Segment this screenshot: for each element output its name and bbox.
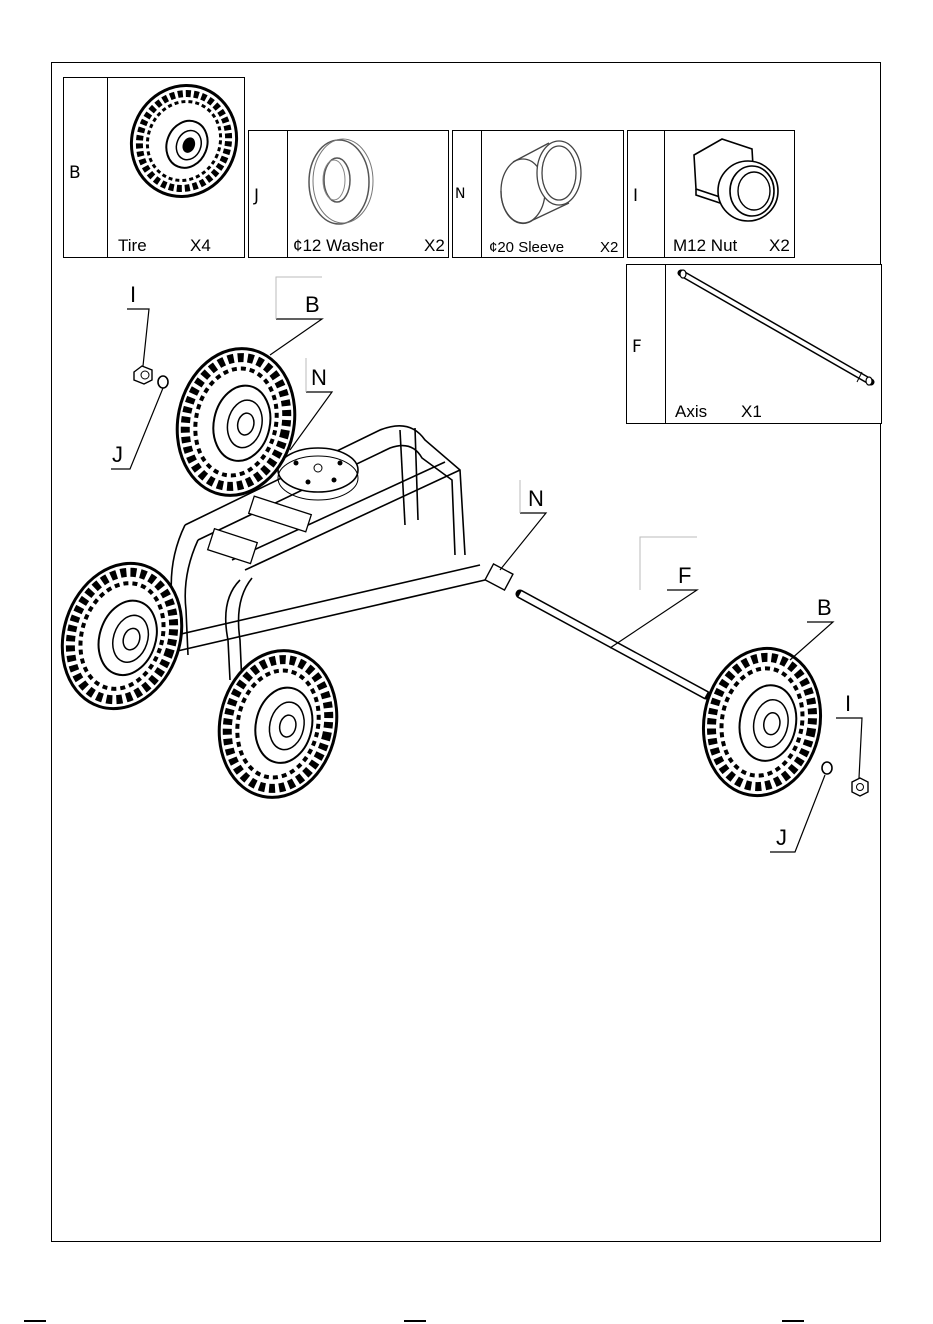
callout-washer-right: J bbox=[776, 825, 787, 851]
callout-sleeve-left: N bbox=[311, 365, 327, 391]
footer-mark-center bbox=[404, 1320, 426, 1322]
callout-nut-right: I bbox=[845, 691, 851, 717]
callout-tire-left: B bbox=[305, 292, 320, 318]
footer-mark-left bbox=[24, 1320, 46, 1322]
footer-mark-right bbox=[782, 1320, 804, 1322]
callout-tire-right: B bbox=[817, 595, 832, 621]
callout-axle: F bbox=[678, 563, 691, 589]
nut-right-icon bbox=[852, 778, 868, 796]
nut-left-icon bbox=[134, 366, 152, 384]
callout-washer-left: J bbox=[112, 442, 123, 468]
callout-nut-left: I bbox=[130, 282, 136, 308]
callout-sleeve-right: N bbox=[528, 486, 544, 512]
